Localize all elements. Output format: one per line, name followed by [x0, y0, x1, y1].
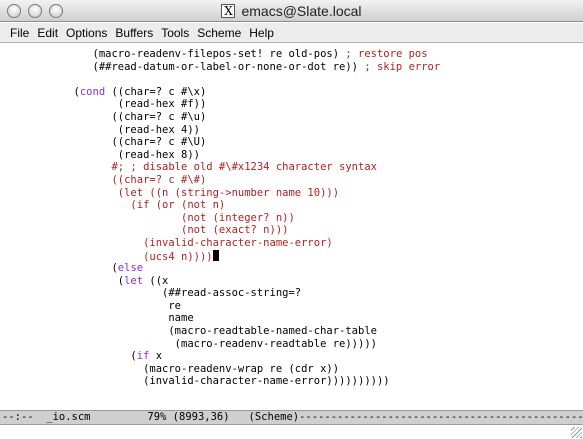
code-line: (not (integer? n)) [4, 212, 583, 225]
close-window-button[interactable] [7, 4, 21, 18]
code-line: ((char=? c #\U) [4, 136, 583, 149]
comment-token: (invalid-character-name-error) [4, 236, 333, 249]
code-token: (invalid-character-name-error)))))))))) [4, 375, 390, 388]
code-line: (macro-readenv-filepos-set! re old-pos) … [4, 48, 583, 61]
menu-buffers[interactable]: Buffers [115, 25, 154, 40]
code-line: (if x [4, 350, 583, 363]
code-line: (macro-readtable-named-char-table [4, 325, 583, 338]
code-token: (##read-assoc-string=? [4, 287, 302, 300]
zoom-window-button[interactable] [49, 4, 63, 18]
code-token: x [149, 350, 163, 363]
comment-token: (let ((n (string->number name 10))) [4, 186, 340, 199]
mode-line: --:-- _io.scm 79% (8993,36) (Scheme)----… [0, 410, 583, 425]
keyword-token: if [136, 350, 150, 363]
comment-token: ; skip error [364, 60, 441, 73]
comment-token: (not (exact? n))) [4, 224, 289, 237]
title-bar: X emacs@Slate.local [0, 0, 583, 22]
menu-help[interactable]: Help [249, 25, 274, 40]
code-line: (let ((x [4, 275, 583, 288]
code-line: (ucs4 n)))) [4, 249, 583, 263]
code-line: (let ((n (string->number name 10))) [4, 187, 583, 200]
code-token: (read-hex 8)) [4, 148, 200, 161]
code-line: ((char=? c #\u) [4, 111, 583, 124]
keyword-token: cond [79, 85, 106, 98]
code-token: (read-hex 4)) [4, 123, 200, 136]
code-line: (not (exact? n))) [4, 224, 583, 237]
menu-file[interactable]: File [10, 25, 30, 40]
x11-icon: X [221, 4, 236, 18]
minibuffer[interactable] [0, 425, 583, 439]
code-token: ((char=? c #\u) [4, 110, 207, 123]
text-cursor [212, 249, 219, 261]
code-token: (##read-datum-or-label-or-none-or-dot re… [4, 60, 365, 73]
code-token: re [4, 299, 182, 312]
code-line: (read-hex 8)) [4, 149, 583, 162]
keyword-token: else [117, 262, 144, 275]
code-token: ( [4, 350, 137, 363]
code-token: ( [4, 274, 125, 287]
comment-token: (if (or (not n) [4, 199, 226, 212]
code-token: (macro-readenv-filepos-set! re old-pos) [4, 48, 346, 60]
code-line: (if (or (not n) [4, 199, 583, 212]
code-token: (macro-readenv-wrap re (cdr x)) [4, 362, 340, 375]
code-line: (cond ((char=? c #\x) [4, 86, 583, 99]
code-line: (else [4, 262, 583, 275]
code-line: (read-hex #f)) [4, 98, 583, 111]
comment-token: (not (integer? n)) [4, 211, 295, 224]
code-token: ((x [143, 274, 169, 287]
code-line: name [4, 312, 583, 325]
code-line: (macro-readenv-readtable re))))) [4, 338, 583, 351]
code-line: re [4, 300, 583, 313]
code-line [4, 73, 583, 86]
code-line: (invalid-character-name-error)))))))))) [4, 375, 583, 388]
minimize-window-button[interactable] [28, 4, 42, 18]
code-token: (read-hex #f)) [4, 98, 207, 111]
menu-scheme[interactable]: Scheme [197, 25, 242, 40]
code-token: ( [4, 85, 80, 98]
code-line: #; ; disable old #\#x1234 character synt… [4, 161, 583, 174]
code-line: ((char=? c #\#) [4, 174, 583, 187]
code-line: (##read-datum-or-label-or-none-or-dot re… [4, 61, 583, 74]
comment-token: ((char=? c #\#) [4, 173, 207, 186]
code-token: (macro-readtable-named-char-table [4, 325, 377, 338]
menu-tools[interactable]: Tools [161, 25, 190, 40]
comment-token: ; restore pos [345, 48, 428, 60]
window-title-group: X emacs@Slate.local [0, 0, 583, 22]
menu-options[interactable]: Options [66, 25, 108, 40]
code-line: (##read-assoc-string=? [4, 287, 583, 300]
code-line: (read-hex 4)) [4, 124, 583, 137]
comment-token: (ucs4 n)))) [4, 250, 213, 263]
code-token: name [4, 312, 194, 325]
code-token: ((char=? c #\U) [4, 136, 207, 149]
code-editor[interactable]: (macro-readenv-filepos-set! re old-pos) … [0, 44, 583, 410]
keyword-token: let [124, 274, 144, 287]
menu-edit[interactable]: Edit [37, 25, 59, 40]
code-line: (invalid-character-name-error) [4, 237, 583, 250]
code-token: (macro-readenv-readtable re))))) [4, 337, 377, 350]
window-title: emacs@Slate.local [241, 3, 362, 19]
code-token: ( [4, 262, 118, 275]
code-line: (macro-readenv-wrap re (cdr x)) [4, 363, 583, 376]
comment-token: #; ; disable old #\#x1234 character synt… [4, 161, 377, 174]
code-token: ((char=? c #\x) [105, 85, 207, 98]
menu-bar: File Edit Options Buffers Tools Scheme Help [0, 23, 583, 43]
resize-grip-icon[interactable] [571, 427, 582, 438]
